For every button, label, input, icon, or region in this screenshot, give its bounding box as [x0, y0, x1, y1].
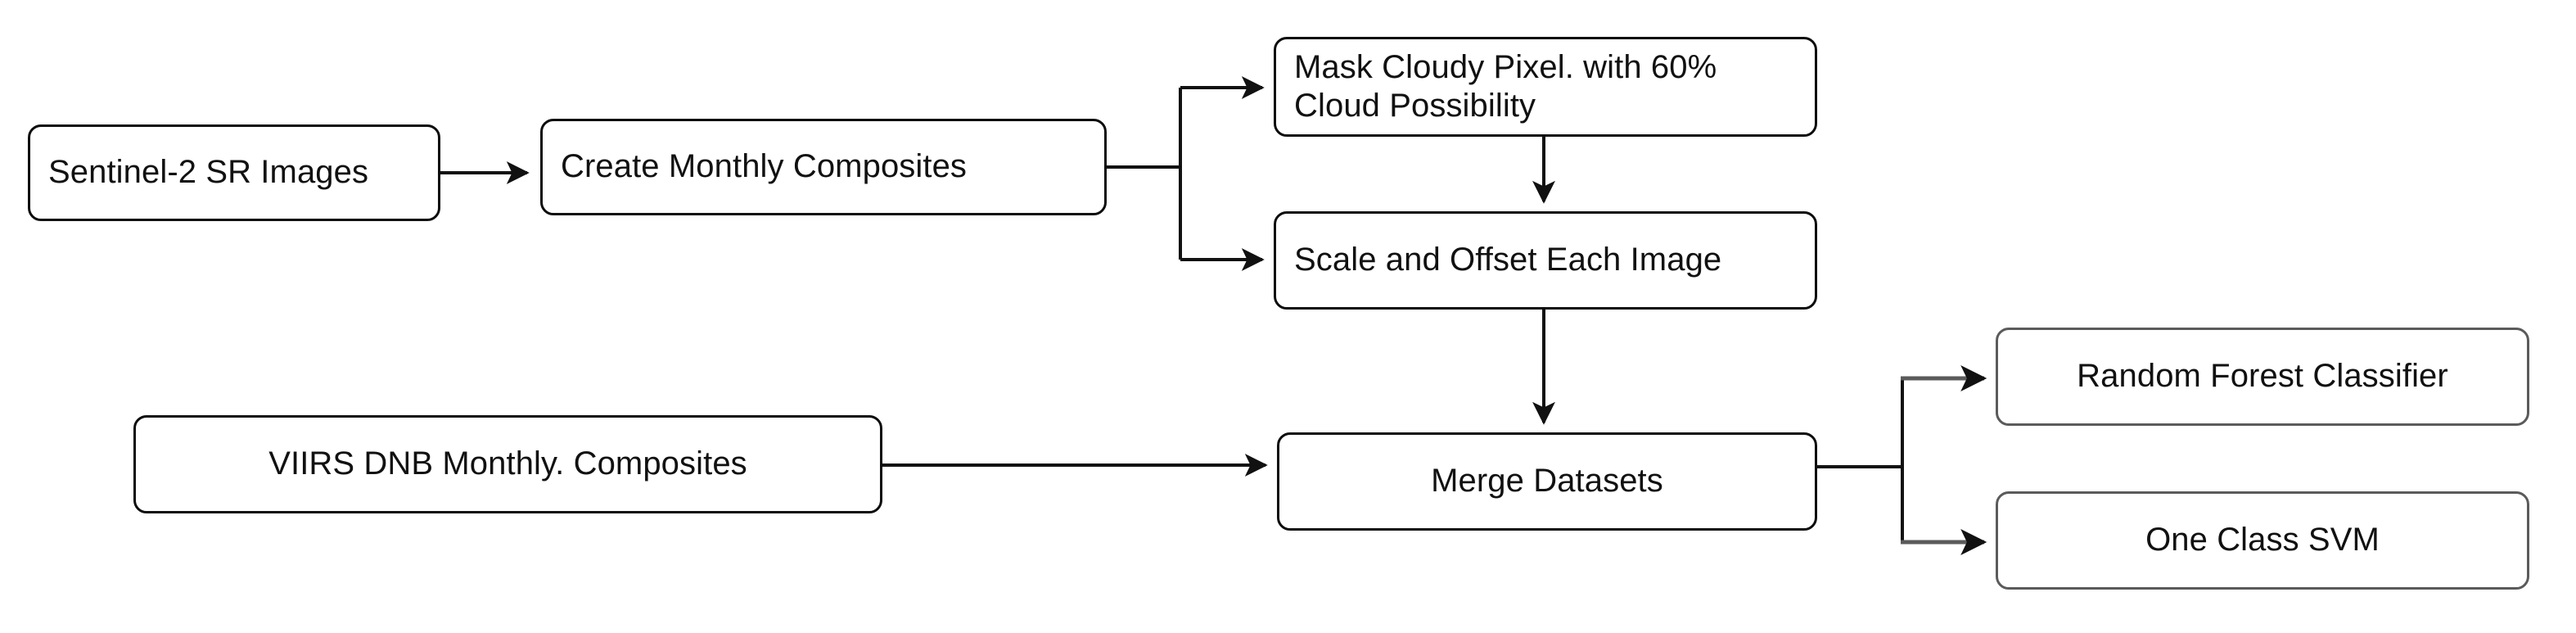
node-random-forest-classifier[interactable]: Random Forest Classifier [1996, 328, 2529, 426]
node-scale-and-offset-each-image[interactable]: Scale and Offset Each Image [1274, 211, 1817, 310]
node-viirs-dnb-monthly-composites[interactable]: VIIRS DNB Monthly. Composites [133, 415, 882, 513]
node-create-monthly-composites[interactable]: Create Monthly Composites [540, 119, 1107, 215]
node-sentinel-2-sr-images[interactable]: Sentinel-2 SR Images [28, 124, 440, 221]
node-merge-datasets[interactable]: Merge Datasets [1277, 432, 1817, 531]
node-mask-cloudy-pixels[interactable]: Mask Cloudy Pixel. with 60% Cloud Possib… [1274, 37, 1817, 137]
node-one-class-svm[interactable]: One Class SVM [1996, 491, 2529, 590]
